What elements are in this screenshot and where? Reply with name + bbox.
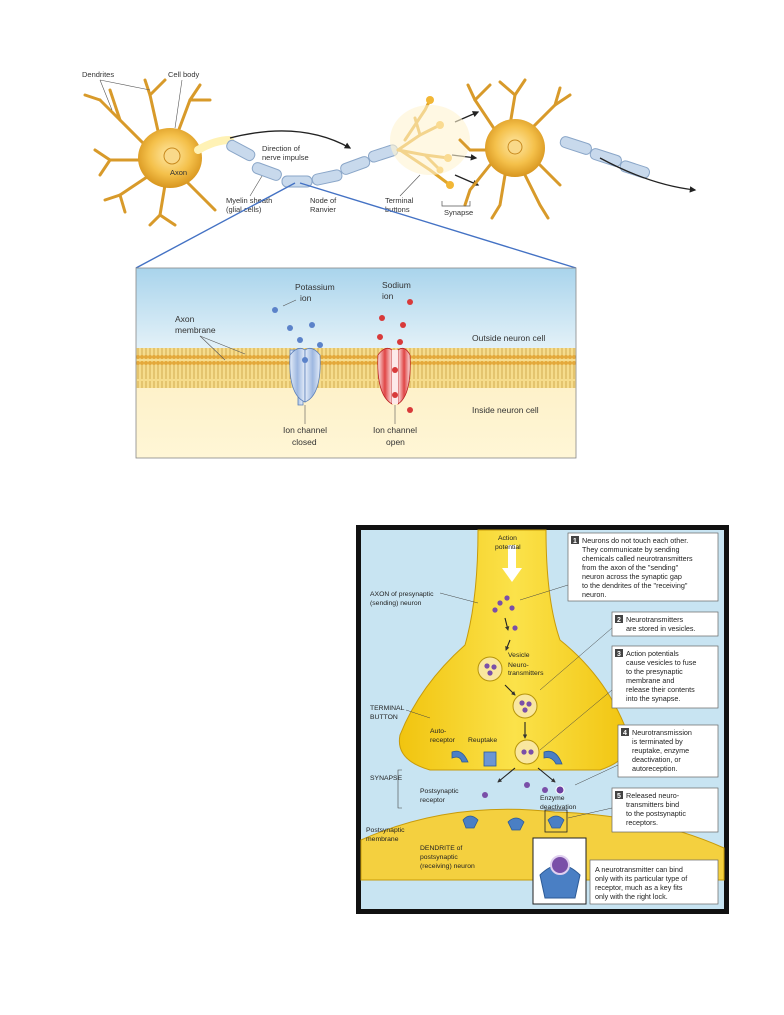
synapse-diagram: Action potential AXON of presynaptic (se…	[356, 525, 729, 914]
neuro-label-2: transmitters	[508, 670, 544, 677]
ion-channel-closed	[289, 347, 321, 406]
info-box-4: 4 Neurotransmission is terminated by reu…	[574, 724, 719, 786]
closed-label-1: Ion channel	[283, 425, 327, 435]
svg-text:2: 2	[617, 617, 621, 624]
info-box-5: 5 Released neuro- transmitters bind to t…	[567, 787, 719, 833]
open-label-2: open	[386, 437, 405, 447]
right-dendrites	[458, 78, 572, 220]
info-box-6: A neurotransmitter can bind only with it…	[589, 859, 719, 905]
potassium-label-1: Potassium	[295, 282, 335, 292]
axon-pre-label-1: AXON of presynaptic	[370, 591, 434, 598]
post-receptor-label-1: Postsynaptic	[420, 788, 459, 795]
terminal-button-shape	[398, 529, 631, 771]
direction-label-1: Direction of	[262, 144, 301, 153]
axon-pre-label-2: (sending) neuron	[370, 600, 422, 607]
auto-label-2: receptor	[430, 737, 456, 744]
outside-label: Outside neuron cell	[472, 333, 545, 343]
reuptake-label: Reuptake	[468, 737, 497, 744]
svg-text:3: 3	[617, 651, 621, 658]
sodium-label-2: ion	[382, 291, 394, 301]
terminal-label-2: buttons	[385, 205, 410, 214]
vesicle-label: Vesicle	[508, 652, 530, 659]
left-dendrites	[83, 78, 217, 227]
svg-text:Action potentials caus: Action potentials cause vesicles to fuse…	[626, 649, 698, 703]
receptors	[451, 750, 565, 831]
enzyme-label-2: deactivation	[540, 804, 576, 811]
potassium-ions	[272, 307, 323, 348]
membrane-diagram: Potassium ion Sodium ion Axon membrane O…	[135, 267, 577, 459]
action-label-2: potential	[495, 544, 521, 551]
sodium-ions	[377, 299, 413, 413]
synapse-label: SYNAPSE	[370, 775, 403, 782]
dendrite-label-1: DENDRITE of	[420, 845, 462, 852]
svg-text:1: 1	[573, 538, 577, 545]
svg-text:Neurotransmission is t: Neurotransmission is terminated by reupt…	[632, 728, 694, 773]
terminal-label-1: TERMINAL	[370, 705, 405, 712]
svg-text:5: 5	[617, 793, 621, 800]
info-box-1: 1 Neurons do not touch each other. They …	[519, 532, 719, 602]
terminal-label-1: Terminal	[385, 196, 414, 205]
dendrite-label-3: (receiving) neuron	[420, 863, 475, 870]
vesicles	[477, 656, 540, 765]
myelin-sheath	[226, 139, 399, 188]
info-box-3: 3 Action potentials cause vesicles to fu…	[539, 645, 719, 751]
zoom-line-left	[135, 182, 296, 269]
dendrite-label-2: postsynaptic	[420, 854, 458, 861]
direction-label-2: nerve impulse	[262, 153, 309, 162]
terminal-label-2: BUTTON	[370, 714, 398, 721]
potassium-label-2: ion	[300, 293, 312, 303]
box1-text: Neurons do not touch each other. They co…	[582, 536, 695, 599]
node-label-2: Ranvier	[310, 205, 336, 214]
cell-body-label: Cell body	[168, 70, 200, 79]
axon-membrane-label-1: Axon	[175, 314, 195, 324]
neurotransmitters	[482, 595, 565, 798]
open-label-1: Ion channel	[373, 425, 417, 435]
node-label-1: Node of	[310, 196, 337, 205]
postmem-label-1: Postsynaptic	[366, 827, 405, 834]
auto-label-1: Auto-	[430, 728, 446, 735]
svg-text:Released neuro- transm: Released neuro- transmitters bind to the…	[626, 791, 688, 827]
closed-label-2: closed	[292, 437, 317, 447]
svg-text:4: 4	[623, 730, 627, 737]
post-receptor-label-2: receptor	[420, 797, 446, 804]
axon-label: Axon	[170, 168, 187, 177]
neuron-diagram: Dendrites Cell body Axon Direction of ne…	[82, 70, 697, 227]
enzyme-label-1: Enzyme	[540, 795, 565, 802]
lipid-bilayer	[136, 348, 576, 388]
zoom-line-right	[299, 182, 577, 269]
action-label-1: Action	[498, 535, 517, 542]
inside-label: Inside neuron cell	[472, 405, 539, 415]
svg-text:A neurotransmitter can bind: A neurotransmitter can bind only with it…	[595, 865, 689, 901]
synapse-label: Synapse	[444, 208, 473, 217]
neuro-label-1: Neuro-	[508, 662, 529, 669]
axon-membrane-label-2: membrane	[175, 325, 216, 335]
sodium-label-1: Sodium	[382, 280, 411, 290]
postmem-label-2: membrane	[366, 836, 399, 843]
dendrites-label: Dendrites	[82, 70, 114, 79]
ion-channel-open	[377, 347, 411, 405]
myelin-label-1: Myelin sheath	[226, 196, 272, 205]
